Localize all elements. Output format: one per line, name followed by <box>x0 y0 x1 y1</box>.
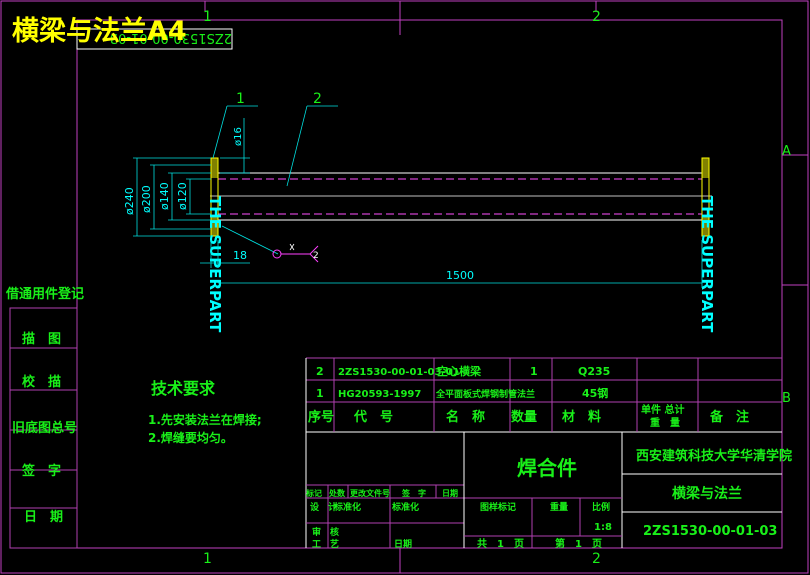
sign-std-b: 标准化 <box>391 501 419 513</box>
dim-140: ø140 <box>158 182 171 210</box>
weld-number: 2 <box>313 251 319 261</box>
grid-label-bottom-1: 1 <box>203 551 212 567</box>
left-flange-hatch-top <box>211 158 218 178</box>
dim-1500: 1500 <box>446 269 474 282</box>
sign-date: 日期 <box>394 538 412 550</box>
bom-row-2-qty: 1 <box>530 365 538 378</box>
inner-frame <box>76 19 783 549</box>
bom-row-1-material: 45钢 <box>582 386 608 400</box>
weld-symbol-circle <box>272 249 282 259</box>
rotated-drawing-number: 2ZS1530-00-01-03 <box>110 30 232 45</box>
weight-label: 重量 <box>550 501 568 513</box>
grid-label-bottom-2: 2 <box>592 551 601 567</box>
stage-label: 图样标记 <box>480 501 516 513</box>
bom-header-remark: 备 注 <box>709 409 749 425</box>
left-column-table <box>9 307 78 549</box>
dim-240: ø240 <box>123 187 136 215</box>
bom-row-1-name: 全平面板式焊钢制管法兰 <box>435 388 535 400</box>
bom-header-code: 代 号 <box>353 409 393 425</box>
grid-label-top-2: 2 <box>592 9 601 25</box>
left-superpart-text: THE SUPERPART <box>206 196 224 333</box>
title-block-name: 横梁与法兰 <box>672 485 742 502</box>
bom-table-grid <box>305 357 782 548</box>
dim-120: ø120 <box>176 182 189 210</box>
bom-header-name: 名 称 <box>446 409 485 425</box>
bom-header-material: 材 料 <box>562 409 601 425</box>
left-column-sign: 签 字 <box>21 463 61 479</box>
drawing-title: 横梁与法兰A4 <box>12 16 187 47</box>
right-flange-hatch-bottom <box>702 215 709 236</box>
left-flange-hatch-bottom <box>211 215 218 236</box>
bom-row-1-code: HG20593-1997 <box>338 389 421 400</box>
balloon-2: 2 <box>313 91 322 107</box>
dim-200: ø200 <box>140 185 153 213</box>
sheet-number: 第 1 页 <box>555 537 602 550</box>
tech-line-2: 2.焊缝要均匀。 <box>148 430 233 445</box>
bom-row-2-material: Q235 <box>578 365 610 378</box>
rev-mark: 标记 <box>305 488 322 498</box>
weld-tail <box>309 245 319 255</box>
sign-std-a: 标准化 <box>333 501 361 513</box>
left-column-date: 日 期 <box>24 510 63 525</box>
sign-process: 工 艺 <box>312 538 339 550</box>
bom-header-weight-bottom: 重 量 <box>650 416 680 429</box>
balloon-1: 1 <box>236 91 245 107</box>
sign-review: 审 核 <box>312 526 339 538</box>
tech-title: 技术要求 <box>151 379 216 398</box>
weld-tail <box>309 253 319 263</box>
rev-count: 处数 <box>328 488 346 498</box>
grid-label-a: A <box>782 144 791 159</box>
weld-fillet-icon <box>289 243 295 251</box>
scale-label: 比例 <box>592 501 610 513</box>
bom-row-2-no: 2 <box>316 365 324 378</box>
sheets-total: 共 1 页 <box>477 537 524 550</box>
weld-leader <box>221 225 279 255</box>
scale-value: 1:8 <box>594 522 612 533</box>
tech-line-1: 1.先安装法兰在焊接; <box>148 412 262 427</box>
rev-sign: 签 字 <box>401 488 426 498</box>
dim-16: ø16 <box>233 127 244 146</box>
bom-row-2-code: 2ZS1530-00-01-03-01 <box>338 367 460 378</box>
dim-18: 18 <box>233 249 247 262</box>
grid-label-b: B <box>782 391 791 406</box>
rev-date: 日期 <box>442 488 458 498</box>
sign-design: 设 计 <box>310 501 337 513</box>
left-column-header: 借通用件登记 <box>5 286 84 302</box>
right-flange-hatch-top <box>702 158 709 178</box>
rotated-code-box <box>76 28 233 50</box>
bom-row-2-name: 空心横梁 <box>437 364 482 378</box>
bom-row-1-no: 1 <box>316 387 324 400</box>
bom-header-no: 序号 <box>308 409 334 425</box>
title-block-grid <box>306 432 782 548</box>
left-column-check: 校 描 <box>22 374 61 390</box>
title-block-code: 2ZS1530-00-01-03 <box>643 524 777 539</box>
title-block-school: 西安建筑科技大学华清学院 <box>636 448 792 464</box>
bom-header-weight-top: 单件 总计 <box>641 403 684 416</box>
rev-doc: 更改文件号 <box>350 488 390 498</box>
left-column-trace: 描 图 <box>22 331 61 347</box>
right-superpart-text: THE SUPERPART <box>698 196 716 333</box>
bom-header-qty: 数量 <box>511 409 537 425</box>
balloon-2-leader <box>286 105 308 187</box>
balloon-1-leader <box>212 105 228 159</box>
left-column-old-no: 旧底图总号 <box>12 420 77 436</box>
title-block-part: 焊合件 <box>517 456 577 480</box>
grid-label-top-1: 1 <box>203 9 212 25</box>
